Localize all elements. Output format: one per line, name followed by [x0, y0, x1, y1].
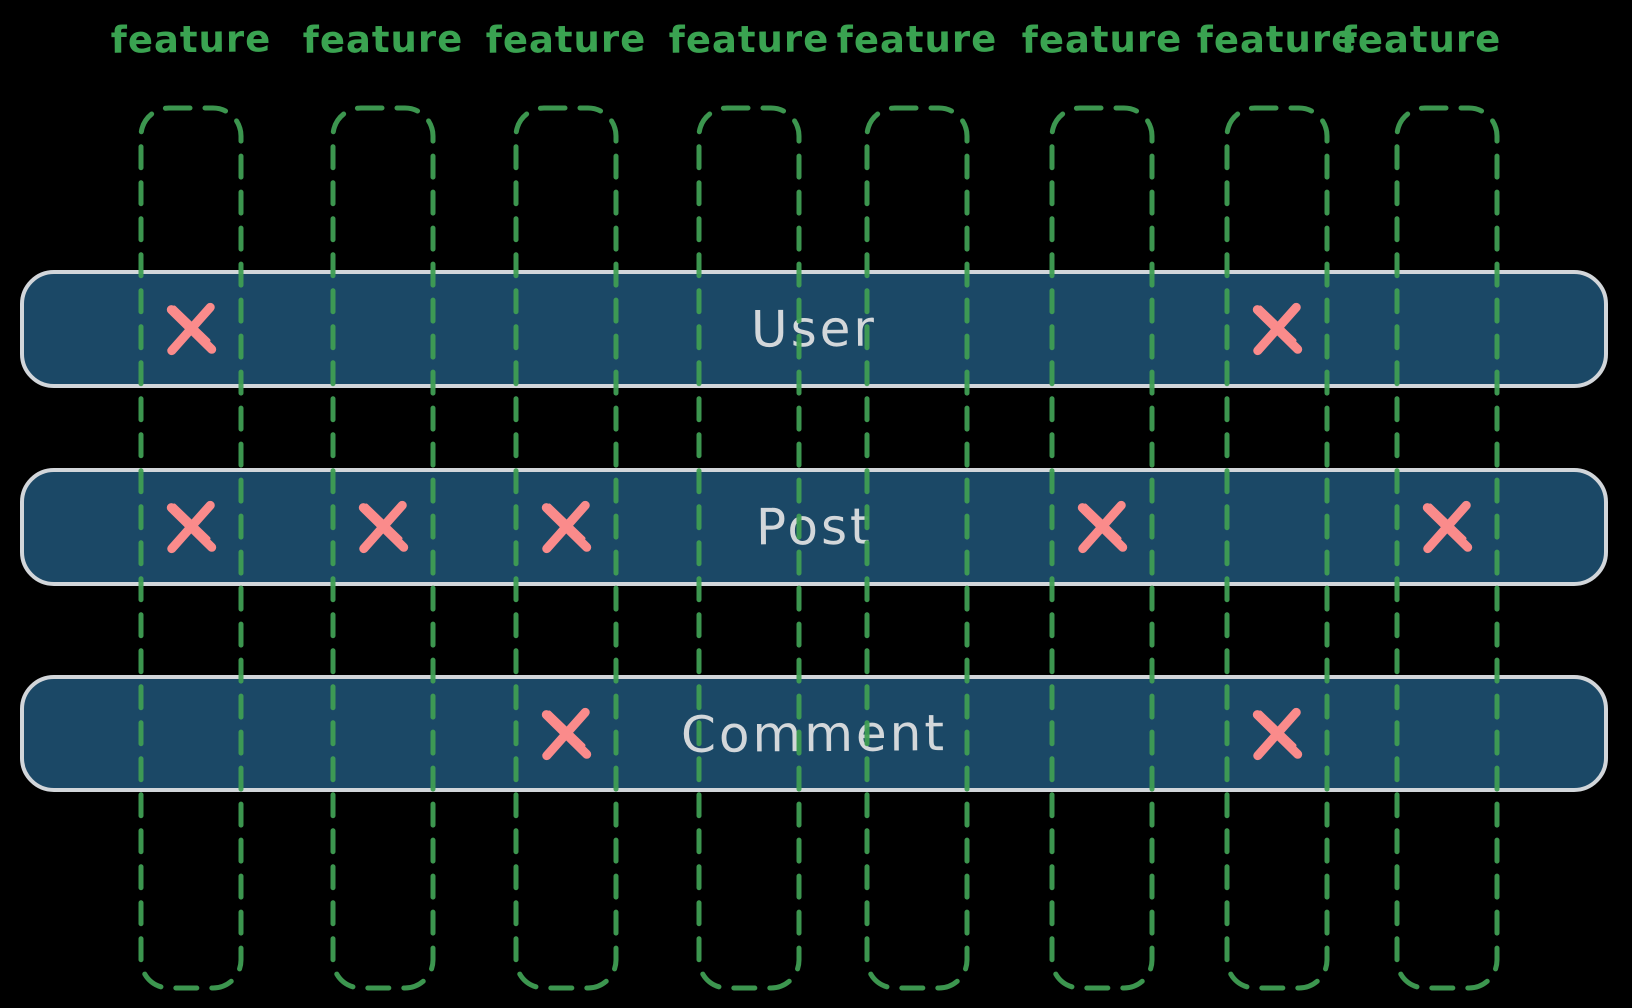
entity-row-comment: Comment — [20, 675, 1608, 792]
entity-row-post: Post — [20, 468, 1608, 586]
cross-x-icon — [533, 494, 599, 560]
cross-x-icon — [1244, 700, 1310, 766]
cross-x-icon — [533, 700, 599, 766]
entity-name: Post — [755, 497, 873, 557]
cross-x-icon — [158, 296, 224, 362]
entity-name: User — [750, 299, 878, 359]
cross-x-icon — [350, 494, 416, 560]
entity-name: Comment — [680, 703, 948, 764]
entity-row-user: User — [20, 270, 1608, 388]
cross-x-icon — [158, 494, 224, 560]
cross-x-icon — [1244, 296, 1310, 362]
cross-x-icon — [1069, 494, 1135, 560]
cross-x-icon — [1414, 494, 1480, 560]
